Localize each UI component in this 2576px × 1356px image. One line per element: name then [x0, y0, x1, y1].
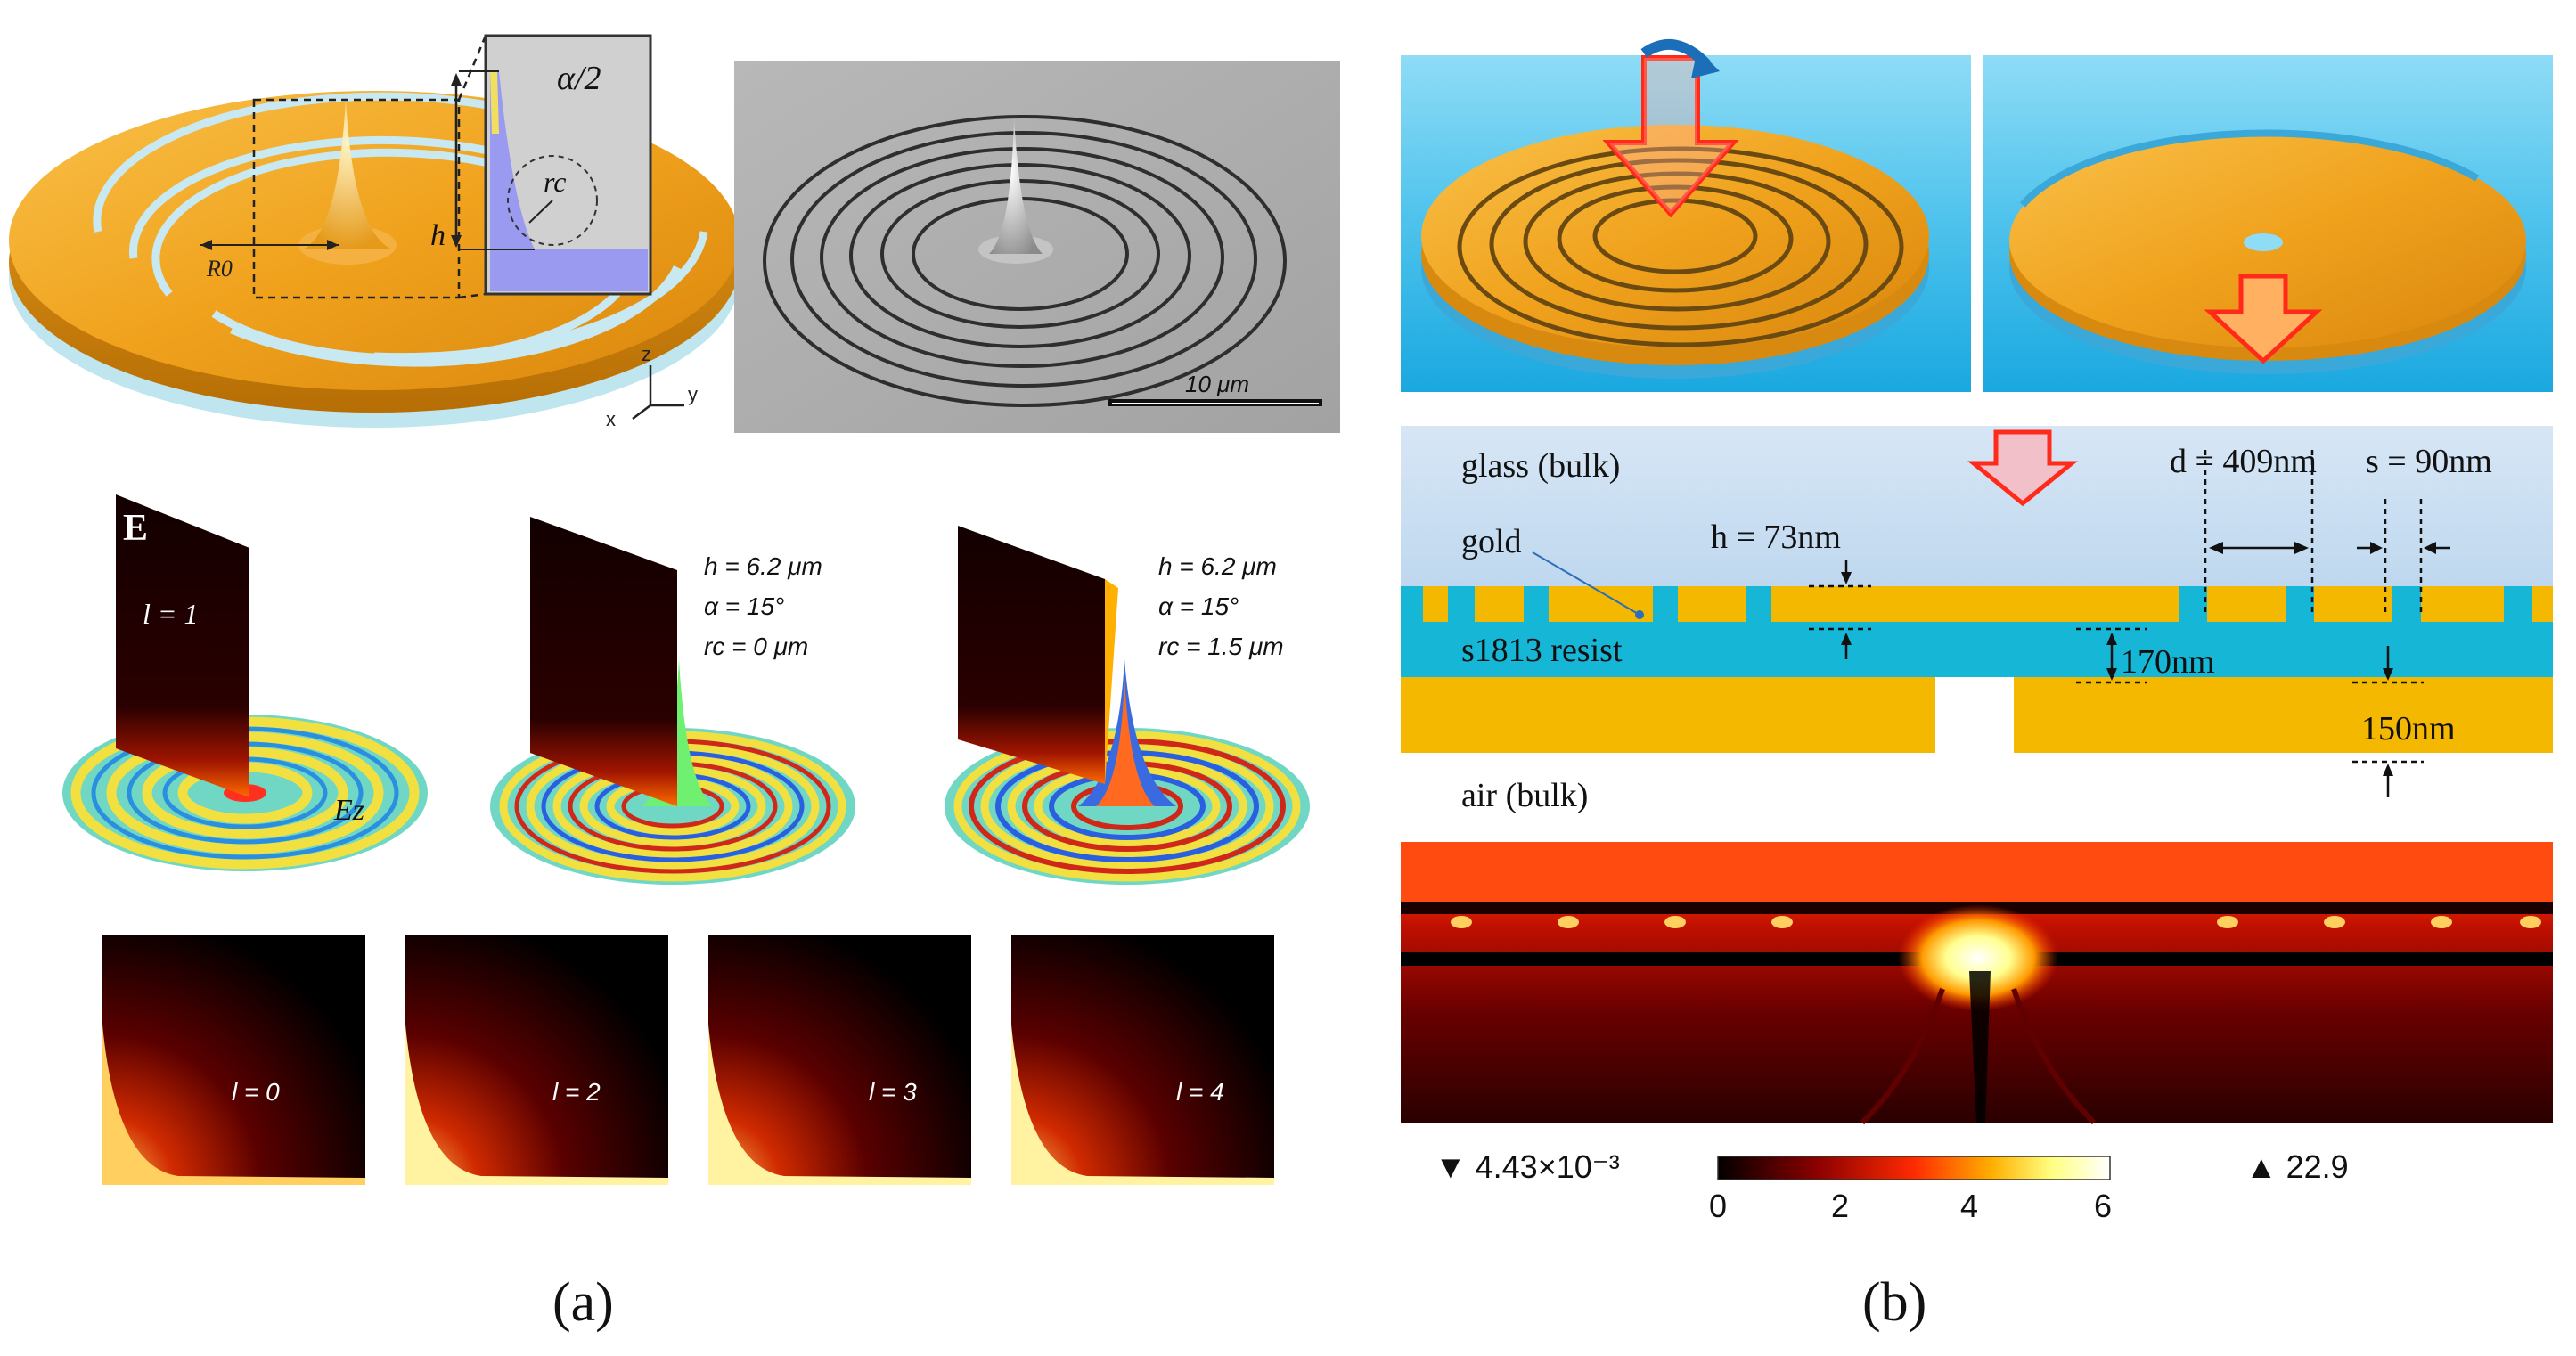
field-plot-3: h = 6.2 μm α = 15° rc = 1.5 μm: [945, 526, 1310, 885]
colorbar-max-label: ▲ 22.9: [2245, 1148, 2349, 1185]
render-back-side: [1983, 55, 2553, 392]
colorbar-tick-0: 0: [1709, 1188, 1727, 1224]
field-maps: l = 0 l = 2 l = 3 l = 4: [102, 935, 1274, 1185]
axis-x-label: x: [606, 408, 616, 430]
field-map-l3: l = 3: [708, 935, 971, 1185]
sem-image: 10 μm: [734, 61, 1340, 433]
axis-y-label: y: [688, 383, 698, 405]
plot3-alpha-label: α = 15°: [1158, 592, 1239, 620]
h-label: h: [430, 219, 446, 252]
r0-label: R0: [206, 256, 233, 282]
slit-s-label: s = 90nm: [2366, 443, 2492, 480]
map-l3-label: l = 3: [869, 1078, 917, 1106]
period-d-label: d = 409nm: [2170, 443, 2317, 480]
plot2-rc-label: rc = 0 μm: [704, 633, 808, 660]
plot3-h-label: h = 6.2 μm: [1158, 552, 1277, 580]
colorbar: ▼ 4.43×10⁻³ ▲ 22.9 0 2 4 6: [1435, 1148, 2349, 1224]
field-e-label: E: [123, 508, 148, 549]
glass-label: glass (bulk): [1461, 447, 1620, 485]
field-plot-1: E l = 1 Ez: [62, 494, 428, 871]
colorbar-min-label: ▼ 4.43×10⁻³: [1435, 1148, 1620, 1185]
colorbar-tick-6: 6: [2094, 1188, 2112, 1224]
plot2-alpha-label: α = 15°: [704, 592, 784, 620]
ez-label: Ez: [333, 794, 364, 827]
panel-b: glass (bulk) gold s1813 resist air (bulk…: [1401, 38, 2553, 1333]
h-thickness-label: h = 73nm: [1711, 519, 1841, 556]
cross-section-diagram: glass (bulk) gold s1813 resist air (bulk…: [1401, 426, 2553, 833]
colorbar-tick-4: 4: [1960, 1188, 1978, 1224]
tip-zoom-inset: α/2 h rc: [430, 34, 652, 296]
panel-b-caption: (b): [1862, 1272, 1926, 1333]
field-map-l2: l = 2: [405, 935, 668, 1185]
colorbar-tick-2: 2: [1831, 1188, 1849, 1224]
resist-thickness-label: 170nm: [2121, 643, 2215, 681]
field-intensity-map: [1401, 842, 2553, 1125]
rc-label: rc: [544, 166, 566, 198]
map-l4-label: l = 4: [1176, 1078, 1224, 1106]
plot2-h-label: h = 6.2 μm: [704, 552, 822, 580]
bottom-gold-thickness-label: 150nm: [2361, 710, 2456, 747]
gold-label: gold: [1461, 523, 1522, 560]
sem-scale-bar-label: 10 μm: [1185, 371, 1249, 397]
plot3-rc-label: rc = 1.5 μm: [1158, 633, 1284, 660]
map-l2-label: l = 2: [552, 1078, 601, 1106]
map-l0-label: l = 0: [232, 1078, 280, 1106]
axis-z-label: z: [642, 343, 651, 365]
panel-a-caption: (a): [552, 1272, 614, 1333]
field-map-l4: l = 4: [1011, 935, 1274, 1185]
alpha-half-label: α/2: [557, 60, 601, 97]
resist-label: s1813 resist: [1461, 632, 1623, 669]
air-label: air (bulk): [1461, 777, 1588, 814]
field-map-l0: l = 0: [102, 935, 365, 1185]
field-plot-2: h = 6.2 μm α = 15° rc = 0 μm: [490, 517, 855, 885]
axes-triad: z y x: [606, 343, 698, 430]
panel-a: R0 α/2 h rc z y x: [9, 34, 1340, 1333]
render-spiral-top: [1401, 38, 1971, 392]
plot1-l-label: l = 1: [143, 598, 198, 630]
